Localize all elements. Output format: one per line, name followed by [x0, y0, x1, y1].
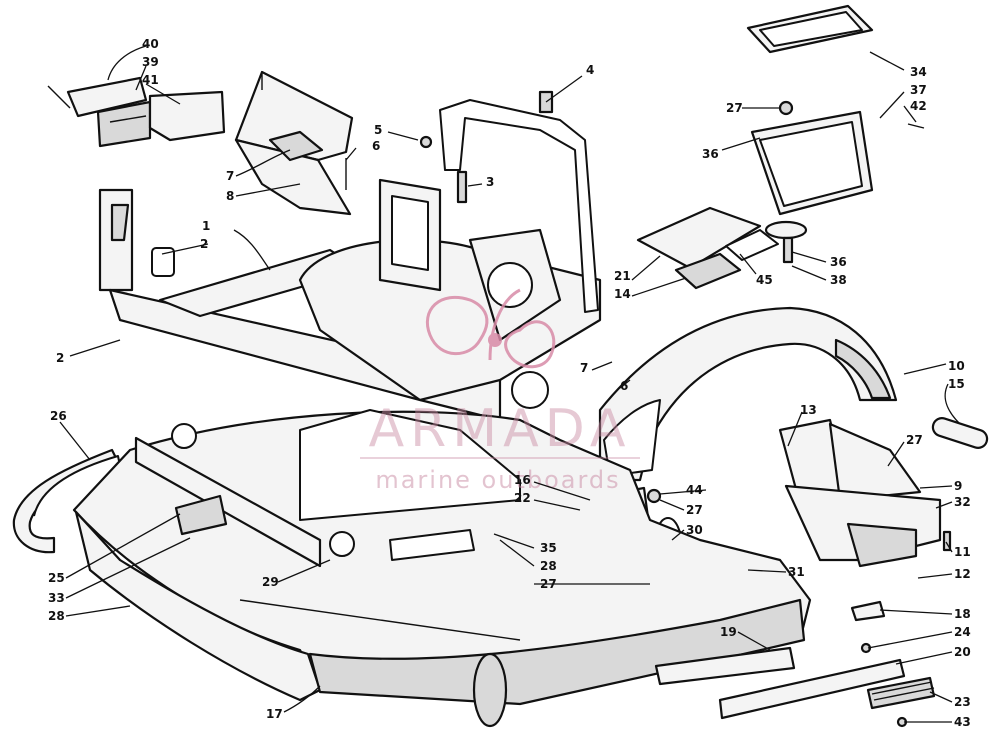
callout-9: 9	[954, 479, 962, 493]
callout-11: 11	[954, 545, 971, 559]
callout-30: 30	[686, 523, 703, 537]
callout-18: 18	[954, 607, 971, 621]
callout-37: 37	[910, 83, 927, 97]
callout-38: 38	[830, 273, 847, 287]
callout-26: 26	[50, 409, 67, 423]
callout-43: 43	[954, 715, 971, 729]
callout-36-lower: 36	[830, 255, 847, 269]
callout-8: 8	[226, 189, 234, 203]
callout-14: 14	[614, 287, 631, 301]
callout-32: 32	[954, 495, 971, 509]
right-bracket-9-13	[778, 418, 952, 568]
callout-24: 24	[954, 625, 971, 639]
callout-28-mid: 28	[540, 559, 557, 573]
angle-bracket-7-8	[234, 70, 354, 216]
decal-plates-14-21-45	[636, 206, 779, 290]
fender-10	[598, 306, 898, 482]
battery-box-34-37	[746, 4, 925, 264]
callout-12: 12	[954, 567, 971, 581]
callout-2-upper: 2	[200, 237, 208, 251]
callout-2-lower: 2	[56, 351, 64, 365]
callout-35: 35	[540, 541, 557, 555]
callout-34: 34	[910, 65, 927, 79]
callout-42: 42	[910, 99, 927, 113]
watermark-tagline: marine outboards	[375, 466, 620, 494]
callout-4: 4	[586, 63, 594, 77]
callout-22: 22	[514, 491, 531, 505]
callout-39: 39	[142, 55, 159, 69]
bracket-assembly-40-41	[47, 76, 226, 148]
leader-lines	[59, 45, 961, 723]
callout-7-mid: 7	[580, 361, 588, 375]
callout-5: 5	[374, 123, 382, 137]
callout-21: 21	[614, 269, 631, 283]
callout-10: 10	[948, 359, 965, 373]
callout-7-upper: 7	[226, 169, 234, 183]
hardware-3-6	[345, 90, 554, 204]
callout-36-top: 36	[702, 147, 719, 161]
callout-25: 25	[48, 571, 65, 585]
callout-1: 1	[202, 219, 210, 233]
handle-grip-15	[931, 417, 989, 449]
callout-31: 31	[788, 565, 805, 579]
rear-strips-19-24	[654, 600, 936, 728]
callout-numbers: 1 2 2 3 4 5 6 7 8 40 39 41 34 37 42 27 3…	[48, 37, 971, 729]
callout-13: 13	[800, 403, 817, 417]
callout-29-left: 29	[262, 575, 279, 589]
callout-20: 20	[954, 645, 971, 659]
callout-6-mid: 6	[620, 379, 628, 393]
callout-28-left: 28	[48, 609, 65, 623]
callout-23: 23	[954, 695, 971, 709]
callout-19: 19	[720, 625, 737, 639]
watermark-brand: ARMADA	[369, 399, 632, 459]
bumper-tube-26	[12, 448, 122, 554]
callout-40: 40	[142, 37, 159, 51]
callout-45: 45	[756, 273, 773, 287]
callout-27-top: 27	[726, 101, 743, 115]
callout-44: 44	[686, 483, 703, 497]
armada-watermark: ARMADA marine outboards	[360, 288, 640, 494]
main-frame-center	[298, 99, 602, 409]
callout-17: 17	[266, 707, 283, 721]
callout-27-right: 27	[906, 433, 923, 447]
callout-16: 16	[514, 473, 531, 487]
callout-6: 6	[372, 139, 380, 153]
callout-15: 15	[948, 377, 965, 391]
callout-33: 33	[48, 591, 65, 605]
callout-27-mid: 27	[686, 503, 703, 517]
callout-41: 41	[142, 73, 159, 87]
belly-pan-17	[72, 409, 812, 728]
callout-27-low: 27	[540, 577, 557, 591]
callout-3: 3	[486, 175, 494, 189]
